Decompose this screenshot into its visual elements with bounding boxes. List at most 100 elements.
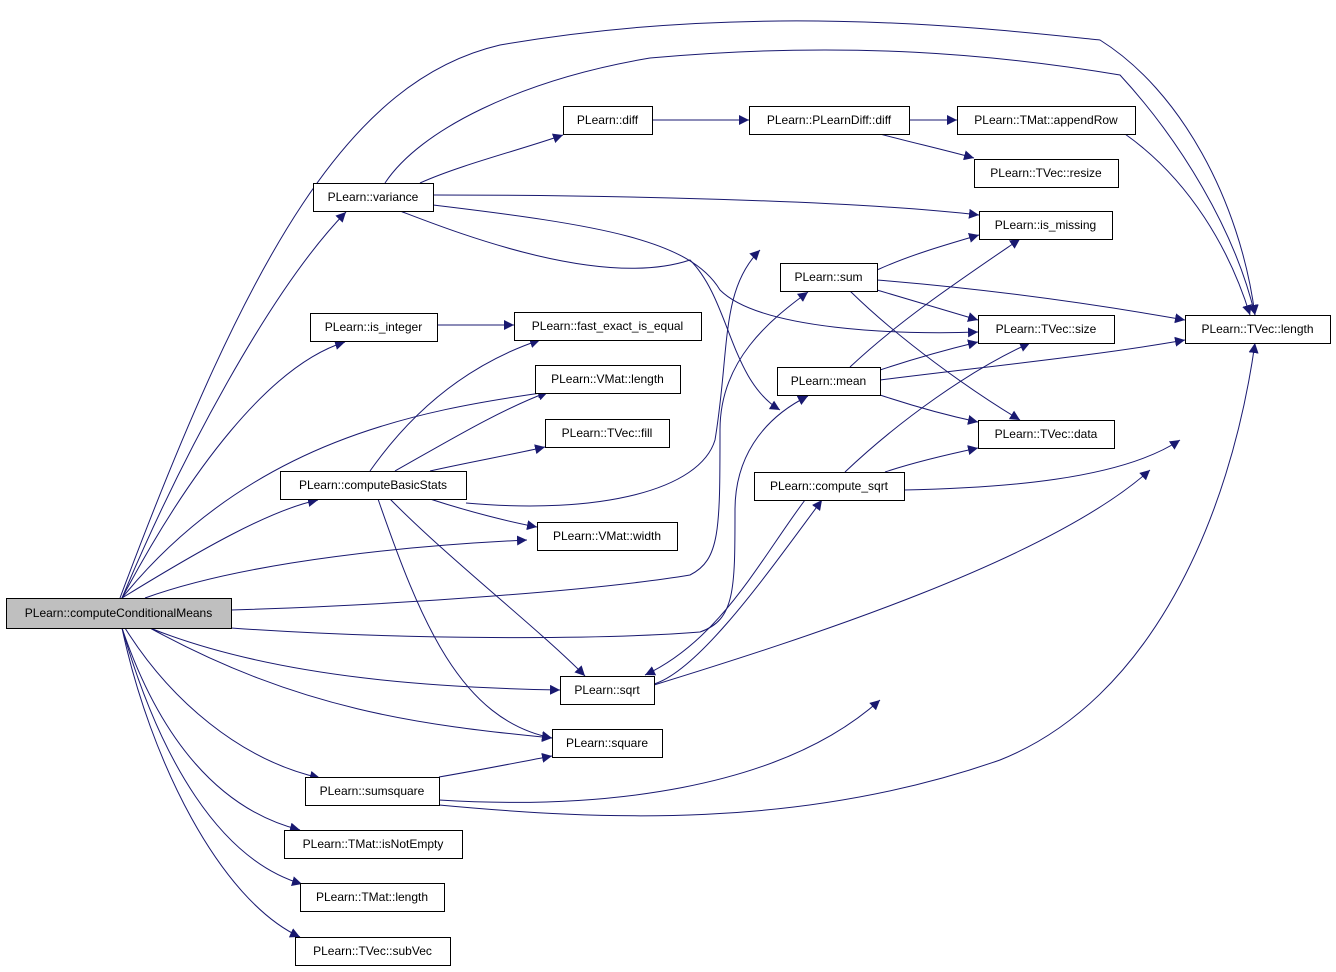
edge-variance-to-size: [432, 204, 979, 338]
node-label: PLearn::computeBasicStats: [299, 478, 447, 492]
node-box: [300, 883, 445, 912]
node-box: [537, 522, 678, 551]
node-label: PLearn::TVec::size: [996, 322, 1097, 336]
edge-computeConditionalMeans-to-vmat_length: [121, 388, 549, 599]
edge-mean-to-data: [879, 394, 979, 425]
edge-sum-to-is_missing: [876, 233, 980, 271]
node-label: PLearn::sqrt: [574, 683, 640, 697]
node-box: [978, 420, 1115, 449]
node-label: PLearn::TVec::subVec: [313, 944, 432, 958]
edge-computeConditionalMeans-to-mean: [230, 395, 809, 639]
node-is_integer[interactable]: PLearn::is_integer: [310, 313, 438, 342]
edge-pldiff-to-resize: [879, 133, 975, 161]
node-box: [552, 729, 663, 758]
node-label: PLearn::sumsquare: [320, 784, 425, 798]
node-fill[interactable]: PLearn::TVec::fill: [545, 419, 670, 448]
node-box: [957, 106, 1136, 135]
node-diff[interactable]: PLearn::diff: [563, 106, 653, 135]
edge-computeConditionalMeans-to-variance: [121, 211, 347, 599]
edge-sumsquare-to-tvec_length: [438, 342, 1259, 817]
node-sqrt[interactable]: PLearn::sqrt: [560, 676, 655, 705]
node-label: PLearn::fast_exact_is_equal: [532, 319, 683, 333]
node-box: [545, 419, 670, 448]
edge-mean-to-tvec_length: [879, 336, 1186, 381]
node-box: [978, 315, 1115, 344]
edge-computeConditionalMeans-to-tvec_length: [119, 20, 1259, 599]
edge-computeBasicStats-to-square: [377, 498, 553, 741]
node-variance[interactable]: PLearn::variance: [313, 183, 434, 212]
node-box: [777, 367, 881, 396]
node-box: [780, 263, 878, 292]
node-label: PLearn::VMat::length: [551, 372, 664, 386]
node-size[interactable]: PLearn::TVec::size: [978, 315, 1115, 344]
edge-compute_sqrt-to-size: [844, 342, 1031, 473]
edge-sum-to-data: [849, 290, 1021, 421]
node-box: [535, 365, 681, 394]
node-pldiff[interactable]: PLearn::PLearnDiff::diff: [749, 106, 910, 135]
node-label: PLearn::TVec::fill: [562, 426, 653, 440]
node-fast_exact_is_equal[interactable]: PLearn::fast_exact_is_equal: [514, 312, 702, 341]
node-box: [563, 106, 653, 135]
node-label: PLearn::square: [566, 736, 648, 750]
edge-computeConditionalMeans-to-isNotEmpty: [121, 627, 301, 833]
node-box: [979, 211, 1113, 240]
node-box: [749, 106, 910, 135]
edge-compute_sqrt-to-data: [884, 445, 979, 473]
node-box: [560, 676, 655, 705]
node-resize[interactable]: PLearn::TVec::resize: [974, 159, 1119, 188]
node-computeConditionalMeans[interactable]: PLearn::computeConditionalMeans: [6, 598, 232, 629]
node-box: [313, 183, 434, 212]
node-is_missing[interactable]: PLearn::is_missing: [979, 211, 1113, 240]
edge-variance-to-diff: [419, 133, 564, 184]
node-computeBasicStats[interactable]: PLearn::computeBasicStats: [280, 471, 467, 500]
edge-appendRow-to-tvec_length: [1124, 133, 1252, 316]
edge-computeConditionalMeans-to-sum: [230, 291, 809, 611]
edge-sum-to-size: [876, 289, 979, 322]
node-vmat_length[interactable]: PLearn::VMat::length: [535, 365, 681, 394]
node-label: PLearn::diff: [577, 113, 639, 127]
edge-computeConditionalMeans-to-computeBasicStats: [121, 497, 319, 599]
node-label: PLearn::TMat::length: [316, 890, 428, 904]
node-data[interactable]: PLearn::TVec::data: [978, 420, 1115, 449]
edge-sumsquare-to-square: [438, 752, 553, 778]
node-vmat_width[interactable]: PLearn::VMat::width: [537, 522, 678, 551]
edge-computeBasicStats-to-vmat_length: [394, 390, 549, 472]
node-square[interactable]: PLearn::square: [552, 729, 663, 758]
node-box: [974, 159, 1119, 188]
edge-variance-to-data: [399, 210, 781, 411]
node-label: PLearn::VMat::width: [553, 529, 661, 543]
node-box: [280, 471, 467, 500]
node-tmat_length[interactable]: PLearn::TMat::length: [300, 883, 445, 912]
edge-computeConditionalMeans-to-sumsquare: [124, 627, 321, 781]
edge-compute_sqrt-to-tvec_length: [903, 439, 1181, 491]
edge-sqrt-to-compute_sqrt: [653, 499, 823, 685]
node-tvec_length[interactable]: PLearn::TVec::length: [1185, 315, 1331, 344]
node-sum[interactable]: PLearn::sum: [780, 263, 878, 292]
node-label: PLearn::TVec::data: [995, 427, 1098, 441]
edge-variance-to-is_missing: [432, 194, 980, 219]
node-box: [305, 777, 440, 806]
node-subVec[interactable]: PLearn::TVec::subVec: [295, 937, 451, 966]
node-box: [310, 313, 438, 342]
edge-variance-to-tvec_length: [384, 49, 1258, 316]
node-label: PLearn::variance: [328, 190, 419, 204]
node-mean[interactable]: PLearn::mean: [777, 367, 881, 396]
edges: [119, 20, 1259, 938]
edge-compute_sqrt-to-sqrt: [644, 499, 806, 676]
edge-computeConditionalMeans-to-square: [149, 627, 553, 742]
edge-sum-to-tvec_length: [876, 279, 1186, 324]
node-label: PLearn::sum: [794, 270, 862, 284]
node-appendRow[interactable]: PLearn::TMat::appendRow: [957, 106, 1136, 135]
node-label: PLearn::PLearnDiff::diff: [767, 113, 892, 127]
node-label: PLearn::compute_sqrt: [770, 479, 889, 493]
edge-sumsquare-to-data: [438, 699, 881, 803]
node-box: [754, 472, 905, 501]
edge-computeBasicStats-to-sqrt: [389, 498, 586, 677]
node-label: PLearn::TMat::appendRow: [974, 113, 1118, 127]
node-isNotEmpty[interactable]: PLearn::TMat::isNotEmpty: [284, 830, 463, 859]
edge-computeConditionalMeans-to-subVec: [121, 627, 301, 938]
node-sumsquare[interactable]: PLearn::sumsquare: [305, 777, 440, 806]
node-compute_sqrt[interactable]: PLearn::compute_sqrt: [754, 472, 905, 501]
edge-mean-to-size: [879, 339, 979, 371]
